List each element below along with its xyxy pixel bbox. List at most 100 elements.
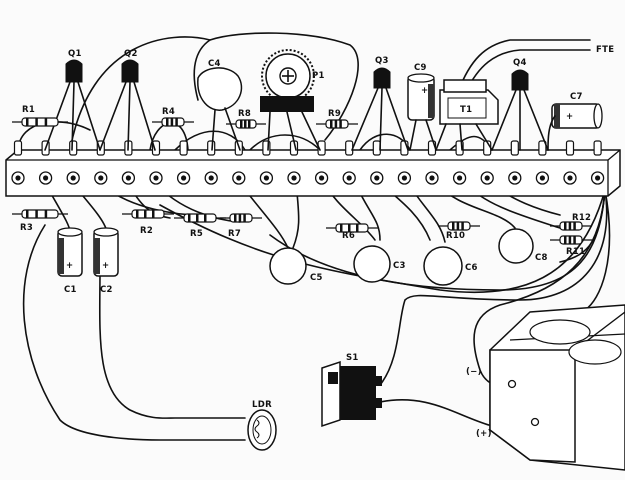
capacitor-c8: C8 [498, 228, 548, 264]
c1-plus: + [66, 261, 73, 271]
c2-label: C2 [100, 285, 113, 295]
c5-label: C5 [310, 273, 323, 283]
terminal-lug [13, 140, 23, 156]
terminal-screw-hole [567, 175, 573, 181]
r12-label: R12 [572, 213, 591, 223]
terminal-screw-hole [429, 175, 435, 181]
potentiometer-p1: P1 [260, 49, 325, 151]
terminal-lug [317, 140, 326, 156]
c2-plus: + [102, 261, 109, 271]
resistor-r9 [316, 119, 358, 129]
fte-label: FTE [596, 45, 614, 55]
terminal-lug [593, 140, 602, 156]
q1-label: Q1 [68, 49, 82, 59]
resistor-r6 [326, 223, 378, 233]
r1-label: R1 [22, 105, 35, 115]
terminal-screw-hole [346, 175, 352, 181]
resistor-r4 [152, 117, 194, 127]
terminal-screw-hole [153, 175, 159, 181]
capacitor-c2: + C2 [93, 227, 119, 295]
ldr-photoresistor: LDR [247, 400, 277, 451]
capacitor-c4: C4 [197, 59, 243, 151]
transformer-t1: T1 [435, 79, 499, 151]
p1-label: P1 [312, 71, 325, 81]
terminal-lug [207, 140, 216, 156]
terminal-lug [510, 140, 519, 156]
r8-label: R8 [238, 109, 251, 119]
resistor-r12 [550, 221, 592, 231]
c6-label: C6 [465, 263, 478, 273]
terminal-lug [151, 140, 161, 156]
c4-label: C4 [208, 59, 221, 69]
transistor-q2: Q2 [99, 49, 156, 151]
terminal-screw-hole [319, 175, 325, 181]
resistor-r7 [220, 213, 262, 223]
terminal-screw-hole [539, 175, 546, 181]
t1-label: T1 [460, 105, 472, 115]
c1-label: C1 [64, 285, 77, 295]
terminal-screw-hole [401, 175, 407, 181]
terminal-screw-hole [208, 175, 214, 181]
r5-label: R5 [190, 229, 203, 239]
q3-label: Q3 [375, 56, 389, 66]
r7-label: R7 [228, 229, 241, 239]
terminal-strip [5, 140, 621, 197]
terminal-screw-hole [457, 175, 463, 181]
c3-label: C3 [393, 261, 406, 271]
c7-label: C7 [570, 92, 583, 102]
capacitor-c1: + C1 [57, 227, 83, 295]
terminal-screw-hole [374, 175, 380, 181]
s1-label: S1 [346, 353, 359, 363]
c9-plus: + [421, 86, 428, 96]
terminal-screw-hole [512, 175, 518, 181]
transistor-q1: Q1 [44, 49, 101, 151]
r3-label: R3 [20, 223, 33, 233]
capacitor-c3: C3 [353, 245, 406, 283]
terminal-lug [69, 140, 78, 156]
switch-s1: S1 [321, 353, 382, 428]
transistor-q3: Q3 [351, 56, 409, 151]
ldr-label: LDR [252, 400, 272, 410]
battery-pos-label: (+) [476, 429, 492, 439]
r4-label: R4 [162, 107, 175, 117]
resistor-r2 [122, 209, 174, 219]
terminal-screw-hole [236, 175, 242, 181]
r2-label: R2 [140, 226, 153, 236]
terminal-screw-hole [181, 175, 187, 181]
terminal-screw-hole [98, 175, 104, 181]
resistors [12, 117, 592, 245]
terminal-screw-hole [595, 175, 601, 181]
capacitor-c6: C6 [423, 246, 478, 286]
battery-holder: (−) (+) [466, 304, 625, 471]
r6-label: R6 [342, 231, 355, 241]
resistor-r3 [12, 209, 68, 219]
c8-label: C8 [535, 253, 548, 263]
terminal-lug [372, 140, 381, 156]
terminal-screw-hole [43, 175, 49, 181]
terminal-lug [565, 140, 575, 156]
terminal-lug [179, 140, 188, 156]
terminal-screw-hole [291, 175, 297, 181]
capacitor-c5: C5 [269, 247, 323, 285]
terminal-screw-hole [15, 175, 21, 181]
terminal-lug [345, 140, 354, 156]
resistor-r8 [226, 119, 266, 129]
r11-label: R11 [566, 247, 585, 257]
terminal-lug [538, 140, 547, 156]
resistor-r1 [12, 117, 68, 127]
resistor-r11 [550, 235, 592, 245]
terminal-screw-hole [125, 175, 131, 181]
c7-plus: + [566, 112, 573, 122]
r10-label: R10 [446, 231, 465, 241]
r9-label: R9 [328, 109, 341, 119]
q2-label: Q2 [124, 49, 138, 59]
terminal-screw-hole [484, 175, 490, 181]
resistor-r10 [438, 221, 480, 231]
resistor-r5 [174, 213, 226, 223]
battery-neg-label: (−) [466, 367, 482, 377]
capacitor-c9: + C9 [407, 63, 437, 151]
capacitor-c7: + C7 [547, 92, 603, 151]
terminal-screw-hole [263, 175, 269, 181]
